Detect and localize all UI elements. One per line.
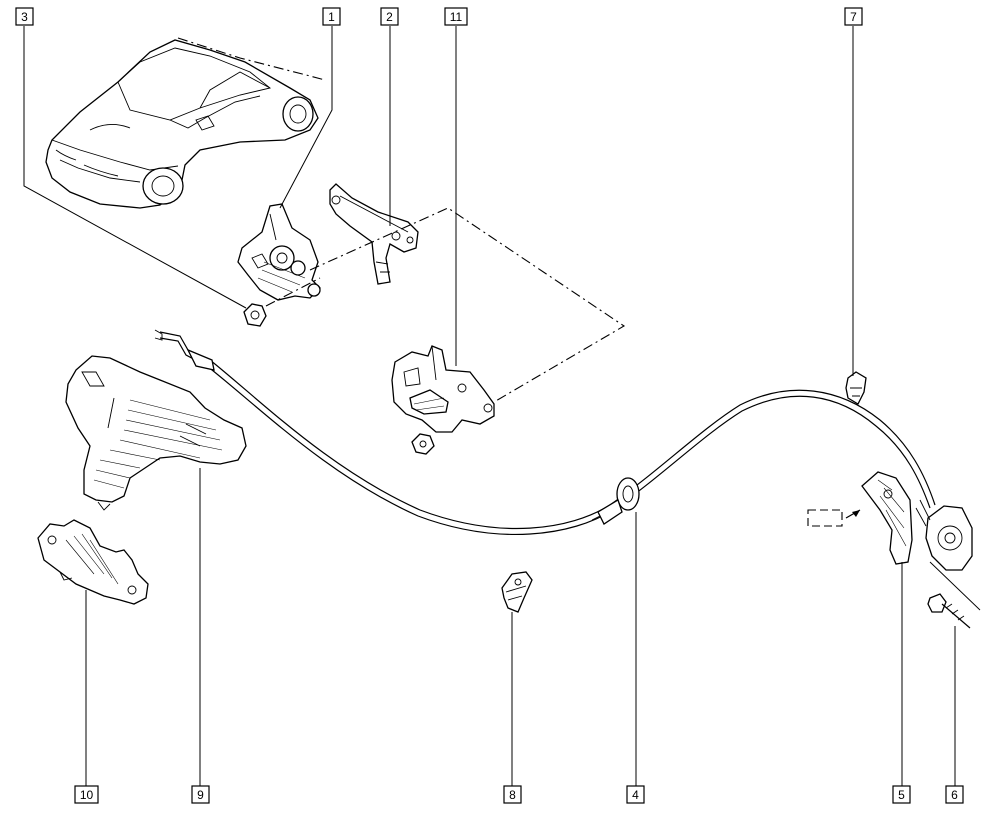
part-7-clip xyxy=(845,371,867,405)
leader-lines xyxy=(23,26,956,786)
part-5-handle xyxy=(861,471,913,565)
callout-8: 8 xyxy=(503,785,522,804)
car-illustration xyxy=(45,39,319,209)
callout-6: 6 xyxy=(945,785,964,804)
svg-text:9: 9 xyxy=(197,788,204,802)
svg-text:4: 4 xyxy=(632,788,639,802)
part-4-grommet xyxy=(591,477,640,525)
callout-3: 3 xyxy=(15,7,34,26)
latch-nut xyxy=(411,433,435,455)
svg-text:1: 1 xyxy=(328,10,335,24)
handle-bracket xyxy=(915,499,981,611)
callout-10: 10 xyxy=(74,785,99,804)
callout-1: 1 xyxy=(322,7,341,26)
svg-text:7: 7 xyxy=(850,10,857,24)
svg-text:6: 6 xyxy=(951,788,958,802)
part-2-bracket xyxy=(329,183,419,285)
callout-11: 11 xyxy=(444,7,468,26)
callout-9: 9 xyxy=(191,785,210,804)
part-9-lever-housing xyxy=(65,355,247,511)
callout-5: 5 xyxy=(892,785,911,804)
lock-alignment-line xyxy=(265,207,626,403)
svg-text:10: 10 xyxy=(80,788,94,802)
svg-text:3: 3 xyxy=(21,10,28,24)
svg-text:5: 5 xyxy=(898,788,905,802)
svg-text:2: 2 xyxy=(386,10,393,24)
callout-2: 2 xyxy=(380,7,399,26)
release-cable xyxy=(154,329,936,535)
part-6-screw xyxy=(927,593,971,629)
part-11-latch xyxy=(391,345,495,433)
car-reference-line xyxy=(177,37,326,81)
part-1-lock xyxy=(237,203,321,301)
part-3-nut xyxy=(243,303,267,327)
svg-text:11: 11 xyxy=(450,10,463,24)
part-10-actuator xyxy=(37,519,149,605)
svg-text:8: 8 xyxy=(509,788,516,802)
callout-7: 7 xyxy=(844,7,863,26)
part-8-clip xyxy=(501,571,533,613)
handle-position-marker xyxy=(807,509,861,527)
callout-4: 4 xyxy=(626,785,645,804)
